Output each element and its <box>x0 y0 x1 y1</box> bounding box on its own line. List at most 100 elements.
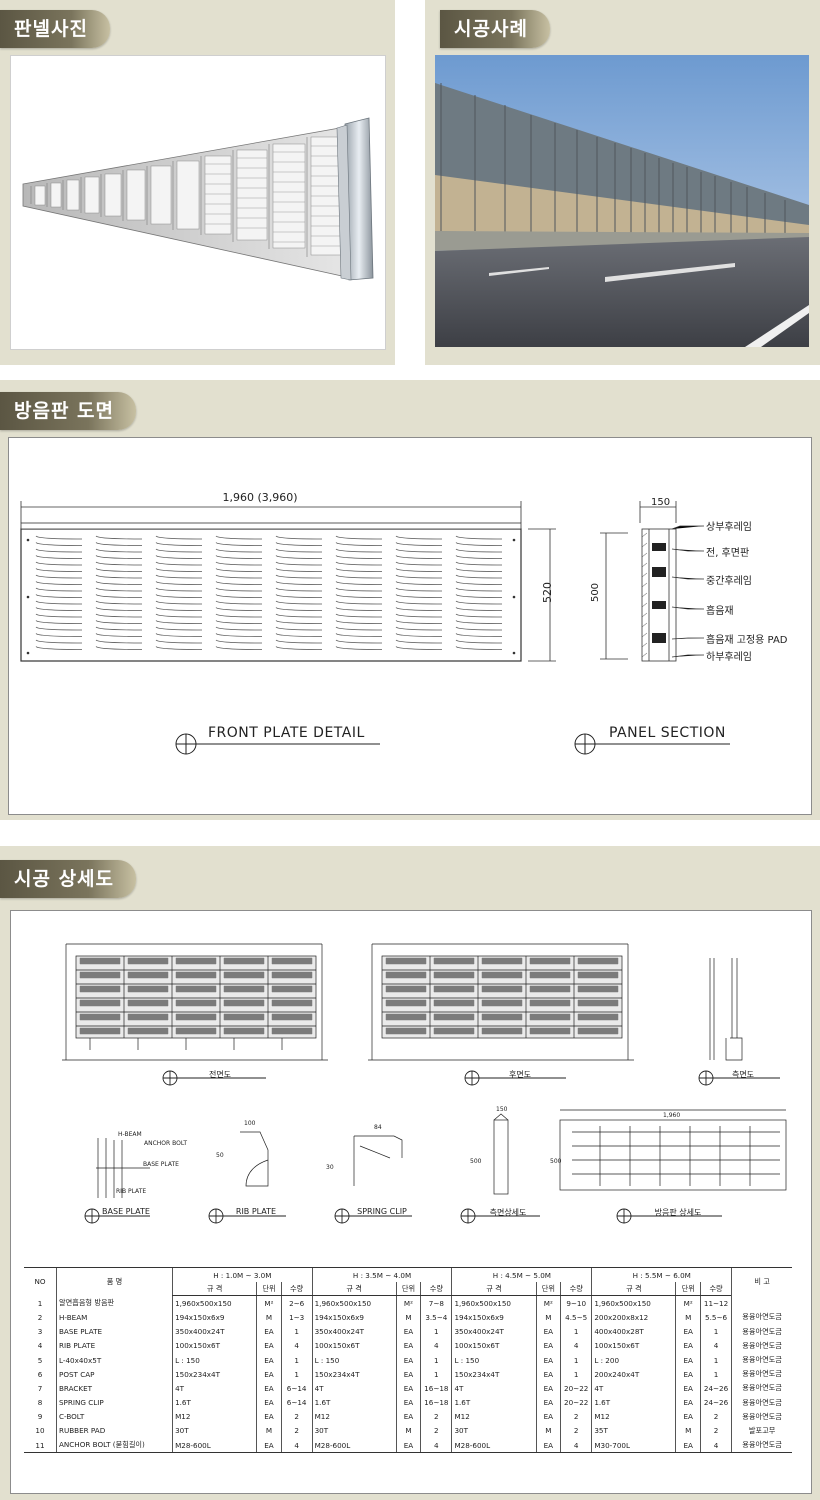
table-cell: M12 <box>591 1409 676 1424</box>
table-cell: 2 <box>560 1409 592 1424</box>
louver-slot <box>155 607 203 611</box>
louver-slot <box>335 626 383 631</box>
section-title-case-study: 시공사례 <box>440 10 550 48</box>
table-cell: 4T <box>591 1381 676 1396</box>
louver-slot <box>275 646 323 650</box>
louver-slot <box>95 568 143 572</box>
louver-slot <box>335 587 383 592</box>
louver-slot <box>455 574 503 579</box>
table-cell: 5 <box>37 1355 43 1365</box>
table-cell: M28-600L <box>172 1438 257 1454</box>
sub-unit: 단위 <box>535 1282 561 1297</box>
table-cell: BRACKET <box>55 1381 173 1396</box>
table-cell: 1,960x500x150 <box>172 1295 257 1311</box>
table-cell: 1.6T <box>451 1395 537 1410</box>
louver-slot <box>455 555 503 559</box>
table-cell: 7 <box>37 1383 43 1393</box>
table-cell: EA <box>675 1367 701 1382</box>
table-cell: EA <box>535 1367 561 1382</box>
table-cell: 6~14 <box>280 1381 313 1396</box>
louver-slot <box>155 581 203 585</box>
louver-slot <box>95 542 143 546</box>
louver-slot <box>215 613 263 618</box>
table-cell: 24~26 <box>699 1395 732 1410</box>
callout-front-back-plate: 전, 후면판 <box>706 548 750 559</box>
louver-slot <box>395 574 443 579</box>
table-cell: M12 <box>451 1409 537 1424</box>
louver-slot <box>155 568 203 572</box>
table-cell: 6~14 <box>280 1395 313 1410</box>
louver-slot <box>35 613 83 618</box>
label-rib-plate: RIB PLATE <box>235 1207 277 1216</box>
louver-slot <box>95 626 143 631</box>
louver-slot <box>275 574 323 579</box>
table-cell: 100x150x6T <box>591 1338 676 1353</box>
table-cell: 3.5~4 <box>420 1310 452 1325</box>
note-dim-100: 100 <box>244 1120 256 1127</box>
louver-slot <box>335 607 383 611</box>
louver-slot <box>455 613 503 618</box>
table-cell: EA <box>675 1381 701 1396</box>
table-cell: EA <box>535 1352 561 1368</box>
panel-section-caption: PANEL SECTION <box>609 725 726 741</box>
sub-spec: 규 격 <box>591 1282 676 1297</box>
louver-slot <box>215 555 263 559</box>
louver-slot <box>155 626 203 631</box>
louver-slot <box>395 535 443 540</box>
louver-slot <box>395 542 443 546</box>
table-cell: EA <box>675 1395 701 1410</box>
table-cell: 4.5~5 <box>560 1310 592 1325</box>
louver-slot <box>35 607 83 611</box>
table-cell: 30T <box>172 1423 257 1439</box>
louver-slot <box>455 600 503 605</box>
louver-slot <box>35 626 83 631</box>
section-title-drawing: 방음판 도면 <box>0 392 137 430</box>
louver-slot <box>275 600 323 605</box>
sub-qty: 수량 <box>420 1282 452 1297</box>
louver-slot <box>215 568 263 572</box>
louver-slot <box>335 620 383 624</box>
sub-qty: 수량 <box>699 1282 732 1297</box>
group-4: H : 5.5M ~ 6.0M <box>591 1267 732 1283</box>
table-cell: 1 <box>699 1324 732 1339</box>
louver-slot <box>95 548 143 553</box>
louver-slot <box>215 594 263 598</box>
table-cell: 용융아연도금 <box>731 1352 792 1368</box>
louver-slot <box>35 574 83 579</box>
table-cell: M <box>675 1423 701 1439</box>
table-cell: 5.5~6 <box>699 1310 732 1325</box>
table-cell: 350x400x24T <box>311 1324 397 1339</box>
sub-unit: 단위 <box>395 1282 421 1297</box>
table-cell: M <box>395 1423 421 1439</box>
section-title-text: 판넬사진 <box>14 18 88 40</box>
louver-slot <box>455 607 503 611</box>
table-cell: 16~18 <box>420 1381 452 1396</box>
louver-slot <box>215 639 263 644</box>
louver-slot <box>455 646 503 650</box>
louver-slot <box>35 646 83 650</box>
louver-slot <box>335 548 383 553</box>
table-cell: 2 <box>420 1409 452 1424</box>
table-cell: POST CAP <box>55 1367 173 1382</box>
table-cell: EA <box>395 1324 421 1339</box>
louver-slot <box>275 555 323 559</box>
sub-unit: 단위 <box>675 1282 701 1297</box>
louver-slot <box>35 568 83 572</box>
callout-top-frame: 상부후레임 <box>706 522 752 533</box>
table-cell: L : 150 <box>311 1352 397 1368</box>
section-title-text: 시공 상세도 <box>14 868 115 890</box>
callout-absorber: 흡음재 <box>706 606 734 617</box>
table-cell: 1 <box>699 1367 732 1382</box>
callout-middle-frame: 중간후레임 <box>706 576 752 587</box>
louver-slot <box>275 633 323 637</box>
table-cell: 4 <box>560 1338 592 1353</box>
table-cell: 1,960x500x150 <box>591 1295 676 1311</box>
table-cell: 24~26 <box>699 1381 732 1396</box>
louver-slot <box>335 542 383 546</box>
